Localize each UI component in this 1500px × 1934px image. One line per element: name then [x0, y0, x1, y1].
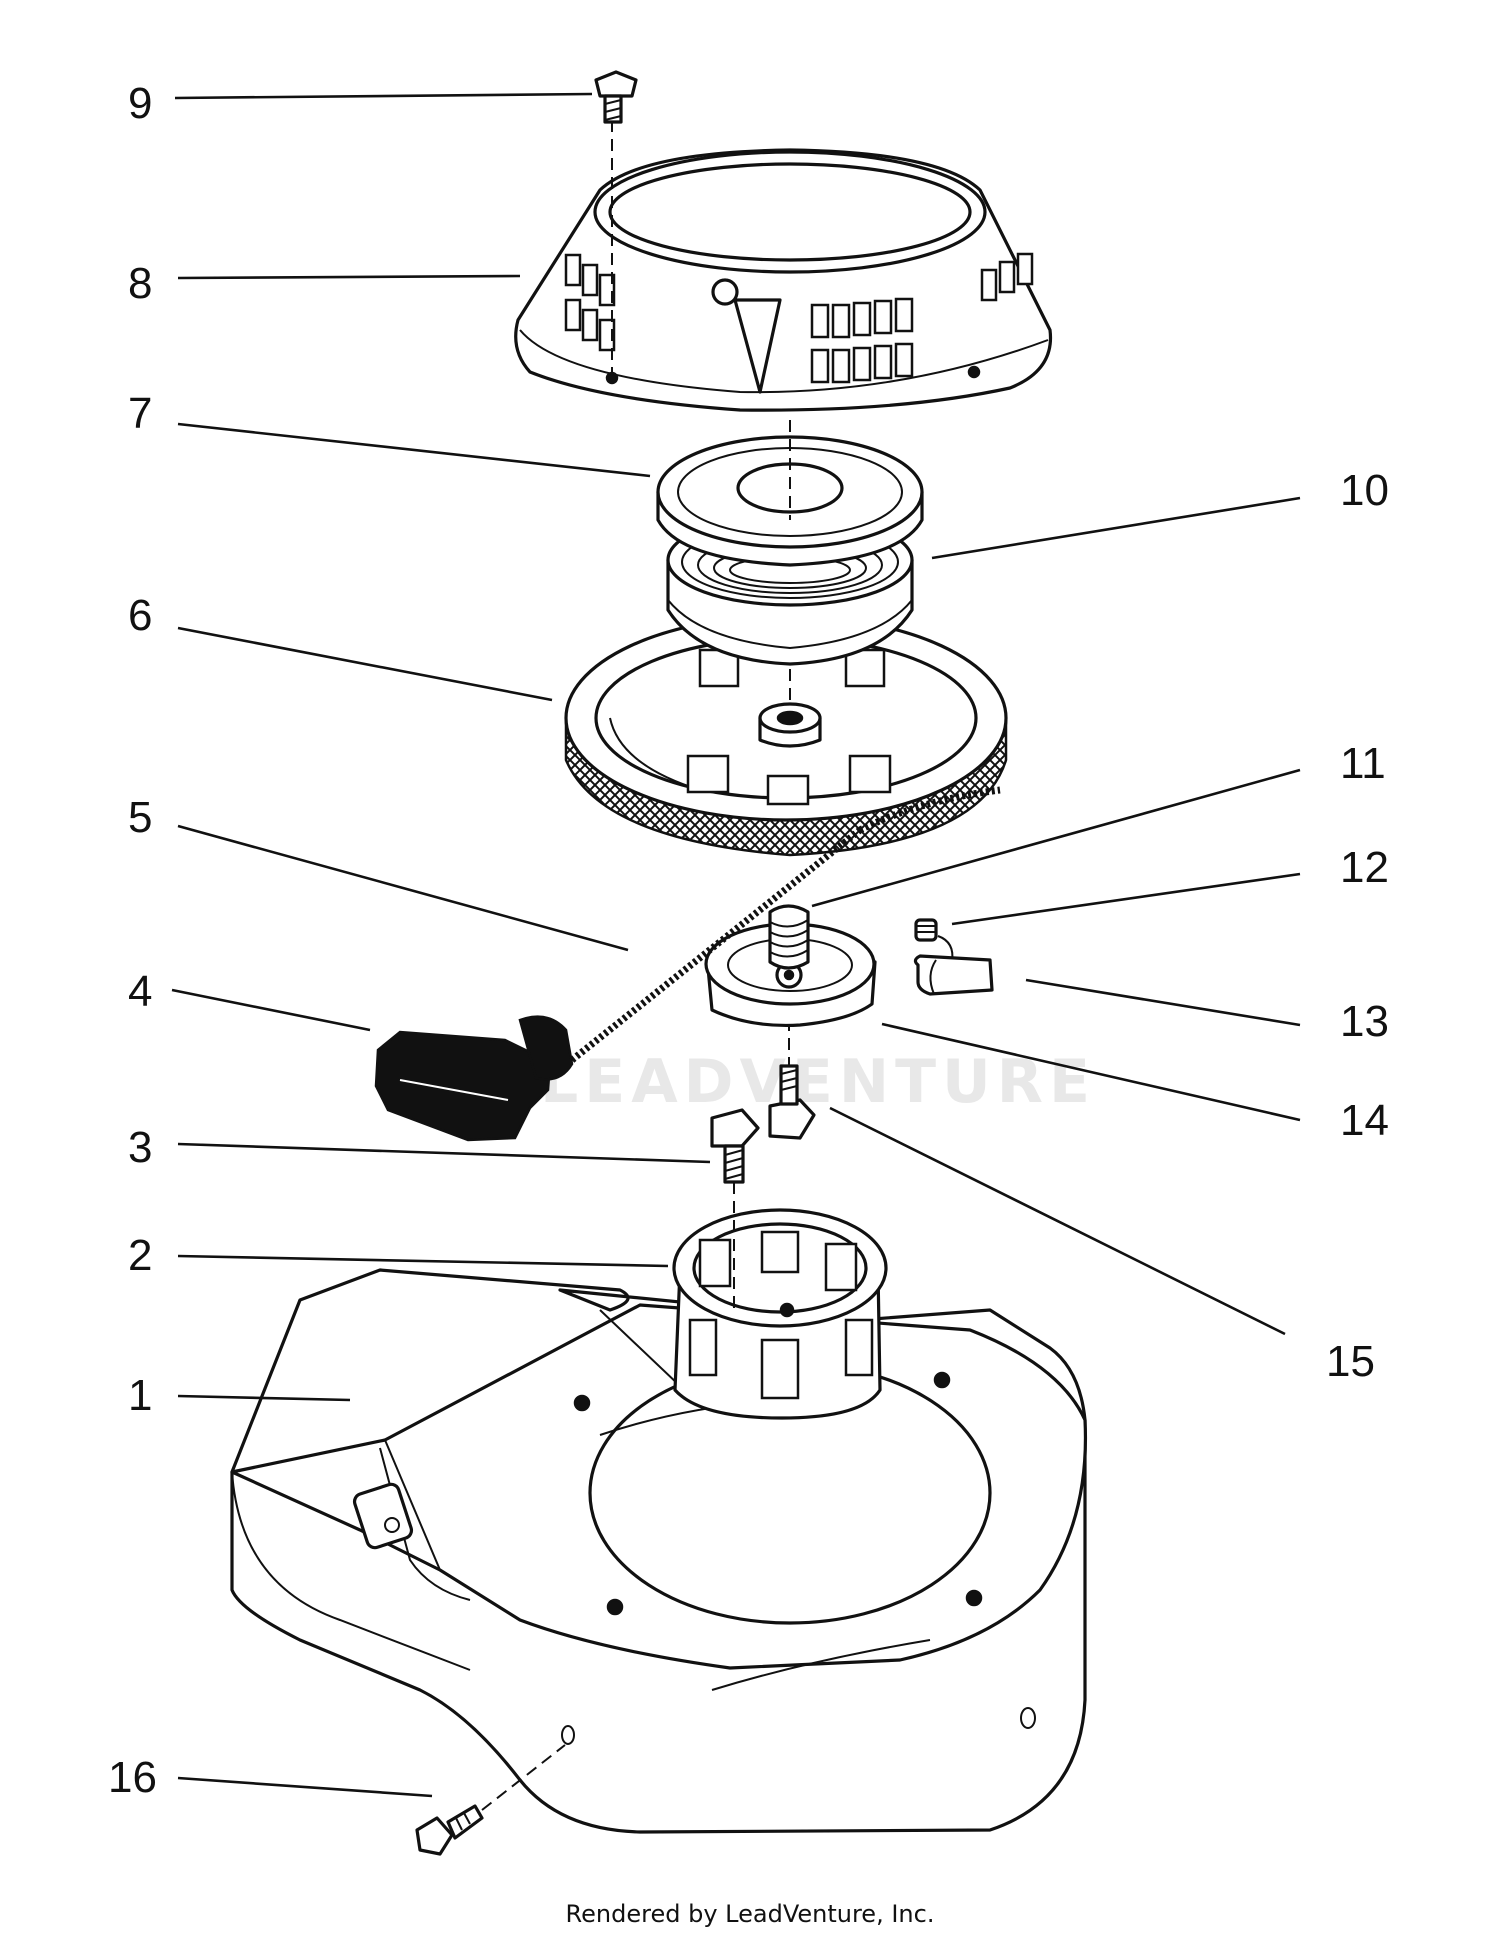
callout-6: 6: [128, 591, 152, 640]
part-8-starter-cover: [514, 120, 1053, 412]
part-5-starter-rope: [569, 786, 1001, 1063]
part-1-blower-housing: [230, 1268, 1088, 1834]
callout-16: 16: [108, 1753, 157, 1802]
part-9-screw: [594, 70, 638, 124]
callout-7: 7: [128, 389, 152, 438]
callout-13: 13: [1340, 997, 1389, 1046]
vent-grille-right: [980, 252, 1034, 302]
part-2-starter-cup: [672, 1208, 888, 1420]
callout-10: 10: [1340, 466, 1389, 515]
callout-15: 15: [1326, 1337, 1375, 1386]
part-13-pawl: [913, 954, 994, 996]
part-15-shoulder-screw: [768, 1000, 816, 1140]
callout-12: 12: [1340, 843, 1389, 892]
part-4-starter-handle: [374, 1015, 574, 1142]
vent-grille-center: [810, 297, 914, 384]
callout-11: 11: [1340, 739, 1386, 788]
part-3-bolt: [710, 1108, 760, 1310]
footer-credit: Rendered by LeadVenture, Inc.: [566, 1900, 935, 1928]
part-7-spring-cover: [656, 420, 924, 567]
callout-4: 4: [128, 967, 152, 1016]
part-16-screw: [415, 1744, 566, 1856]
part-12-small-spring: [914, 918, 954, 963]
part-14-retainer: [704, 922, 877, 1027]
callout-9: 9: [128, 79, 152, 128]
callout-labels: 9 8 7 10 6 11 5 12 4 13 14 3 2 15 1 16: [108, 79, 1389, 1802]
callout-1: 1: [128, 1371, 152, 1420]
leader-lines: [171, 92, 1301, 1798]
vent-grille-left: [564, 253, 616, 352]
watermark: LEADVENTURE: [540, 1047, 1096, 1117]
callout-2: 2: [128, 1231, 152, 1280]
callout-14: 14: [1340, 1096, 1389, 1145]
part-11-spring: [768, 904, 810, 970]
callout-3: 3: [128, 1123, 152, 1172]
callout-8: 8: [128, 259, 152, 308]
callout-5: 5: [128, 793, 152, 842]
